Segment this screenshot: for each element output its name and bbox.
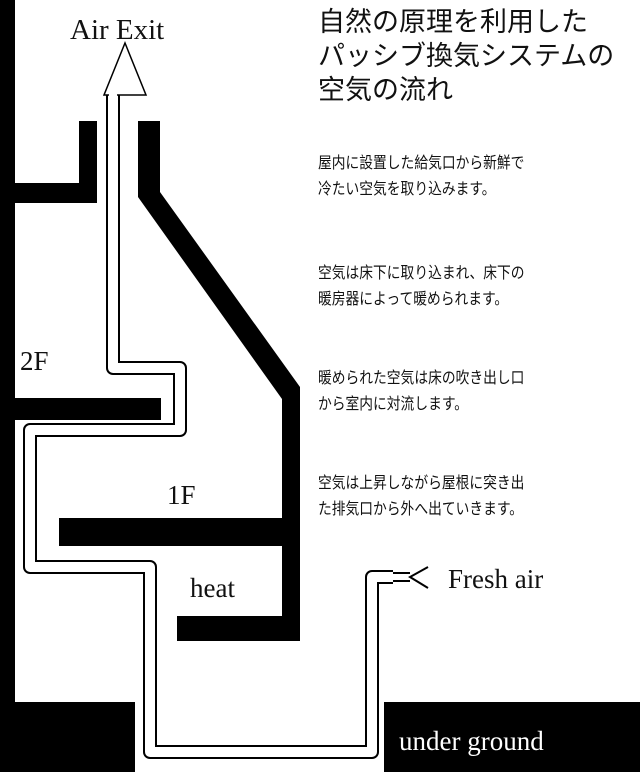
roof-left-post — [79, 121, 97, 203]
step-1-line-1: 屋内に設置した給気口から新鮮で — [318, 153, 525, 172]
step-3-text: 暖められた空気は床の吹き出し口 から室内に対流します。 — [318, 365, 595, 417]
floor-1f-label: 1F — [167, 480, 196, 510]
pitched-roof — [138, 121, 300, 622]
air-exit-label: Air Exit — [70, 14, 164, 46]
step-4-text: 空気は上昇しながら屋根に突き出 た排気口から外へ出ていきます。 — [318, 470, 595, 522]
roof-left-eave — [15, 183, 97, 203]
step-3-line-2: から室内に対流します。 — [318, 394, 468, 413]
step-2-line-2: 暖房器によって暖められます。 — [318, 289, 509, 308]
step-2-text: 空気は床下に取り込まれ、床下の 暖房器によって暖められます。 — [318, 260, 595, 312]
step-4-line-1: 空気は上昇しながら屋根に突き出 — [318, 473, 525, 492]
floor-2f-label: 2F — [20, 346, 49, 376]
step-1-line-2: 冷たい空気を取り込みます。 — [318, 179, 496, 198]
heater-bar — [177, 616, 300, 641]
heat-label: heat — [190, 573, 235, 603]
title-line: 空気の流れ — [318, 75, 453, 106]
floor-2f-slab — [15, 398, 161, 420]
floor-1f-slab — [59, 518, 288, 546]
step-3-line-1: 暖められた空気は床の吹き出し口 — [318, 368, 525, 387]
ground-right — [384, 702, 640, 772]
page-title: 自然の原理を利用した パッシブ換気システムの 空気の流れ — [318, 6, 638, 108]
airflow-path-inner — [25, 95, 393, 757]
title-line: パッシブ換気システムの — [318, 41, 615, 72]
step-2-line-1: 空気は床下に取り込まれ、床下の — [318, 263, 525, 282]
title-line: 自然の原理を利用した — [318, 7, 588, 38]
exit-arrow-gap — [109, 92, 117, 98]
intake-chevron-icon — [408, 566, 429, 589]
left-wall — [0, 0, 15, 772]
step-4-line-2: た排気口から外へ出ていきます。 — [318, 499, 524, 518]
ground-left — [15, 702, 135, 772]
exit-arrow-icon — [102, 40, 148, 96]
step-1-text: 屋内に設置した給気口から新鮮で 冷たい空気を取り込みます。 — [318, 150, 595, 202]
fresh-air-label: Fresh air — [448, 564, 543, 594]
under-ground-label: under ground — [399, 726, 544, 756]
